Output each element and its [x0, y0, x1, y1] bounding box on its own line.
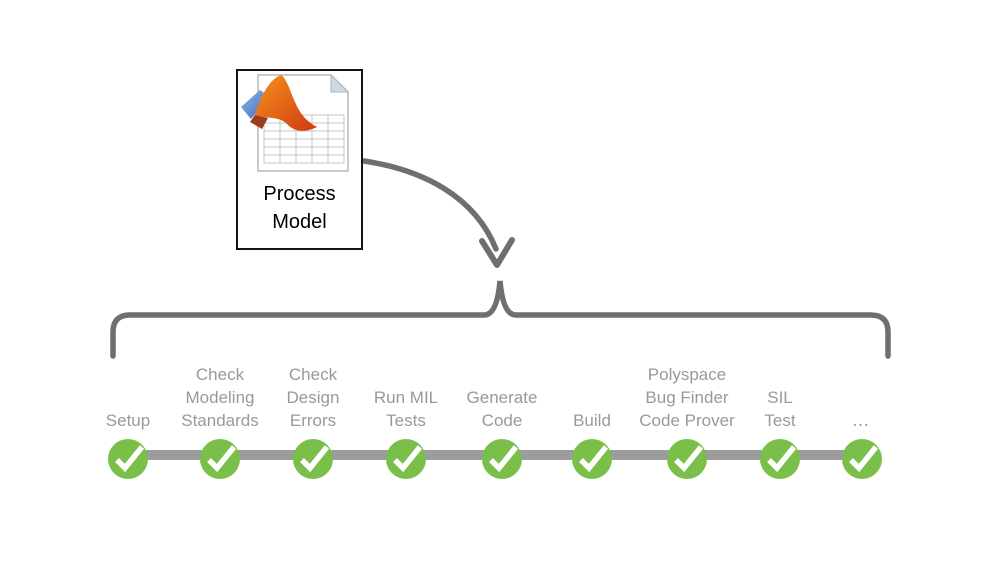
- step-setup: Setup: [63, 366, 193, 486]
- check-circle: [200, 439, 240, 479]
- check-icon: [115, 445, 145, 473]
- check-circle: [842, 439, 882, 479]
- step-label: Setup: [105, 411, 151, 430]
- check-circle: [667, 439, 707, 479]
- process-model-label: Process Model: [263, 183, 336, 233]
- page-fold: [330, 73, 350, 93]
- step-label: Generate Code: [466, 388, 538, 430]
- step-generate-code: Generate Code: [437, 366, 567, 486]
- step-label: …: [851, 410, 873, 430]
- curved-arrow-shaft: [361, 158, 499, 252]
- matlab-document-icon: [241, 73, 350, 172]
- step-label: Build: [573, 411, 611, 430]
- check-circle: [482, 439, 522, 479]
- step-label: SIL Test: [764, 388, 796, 430]
- check-icon: [767, 445, 797, 473]
- brace-icon: [110, 280, 891, 359]
- check-icon: [393, 445, 423, 473]
- check-icon: [674, 445, 704, 473]
- step-label: Polyspace Bug Finder Code Prover: [639, 365, 735, 430]
- check-circle: [108, 439, 148, 479]
- step-more: …: [797, 366, 927, 486]
- step-label: Run MIL Tests: [373, 388, 439, 430]
- step-sil-test: SIL Test: [715, 366, 845, 486]
- check-circle: [760, 439, 800, 479]
- check-circle: [293, 439, 333, 479]
- arrow-head-icon: [479, 237, 515, 268]
- check-circle: [386, 439, 426, 479]
- check-icon: [207, 445, 237, 473]
- step-label: Check Design Errors: [286, 365, 340, 430]
- step-label: Check Modeling Standards: [181, 365, 259, 430]
- step-build: Build: [527, 366, 657, 486]
- process-model-box: Process Model: [236, 69, 363, 250]
- check-icon: [579, 445, 609, 473]
- step-check-design-errors: Check Design Errors: [248, 365, 378, 486]
- step-polyspace: Polyspace Bug Finder Code Prover: [622, 365, 752, 486]
- matlab-logo-icon: [241, 75, 317, 131]
- check-icon: [849, 445, 879, 473]
- step-run-mil-tests: Run MIL Tests: [341, 366, 471, 486]
- spreadsheet-grid: [263, 114, 345, 164]
- check-icon: [489, 445, 519, 473]
- check-icon: [300, 445, 330, 473]
- check-circle: [572, 439, 612, 479]
- step-check-modeling-standards: Check Modeling Standards: [155, 365, 285, 486]
